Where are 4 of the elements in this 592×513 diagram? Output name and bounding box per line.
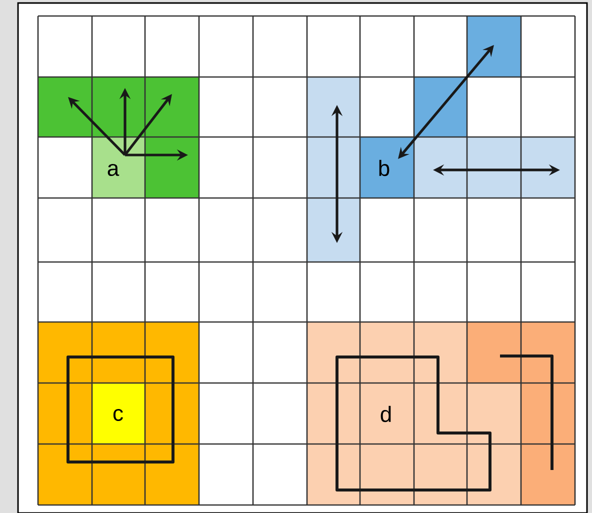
cell-letter: c [113, 408, 123, 422]
cell-letter: b [379, 160, 390, 176]
cell-letter: a [108, 164, 120, 176]
cell-letter: d [380, 406, 391, 422]
